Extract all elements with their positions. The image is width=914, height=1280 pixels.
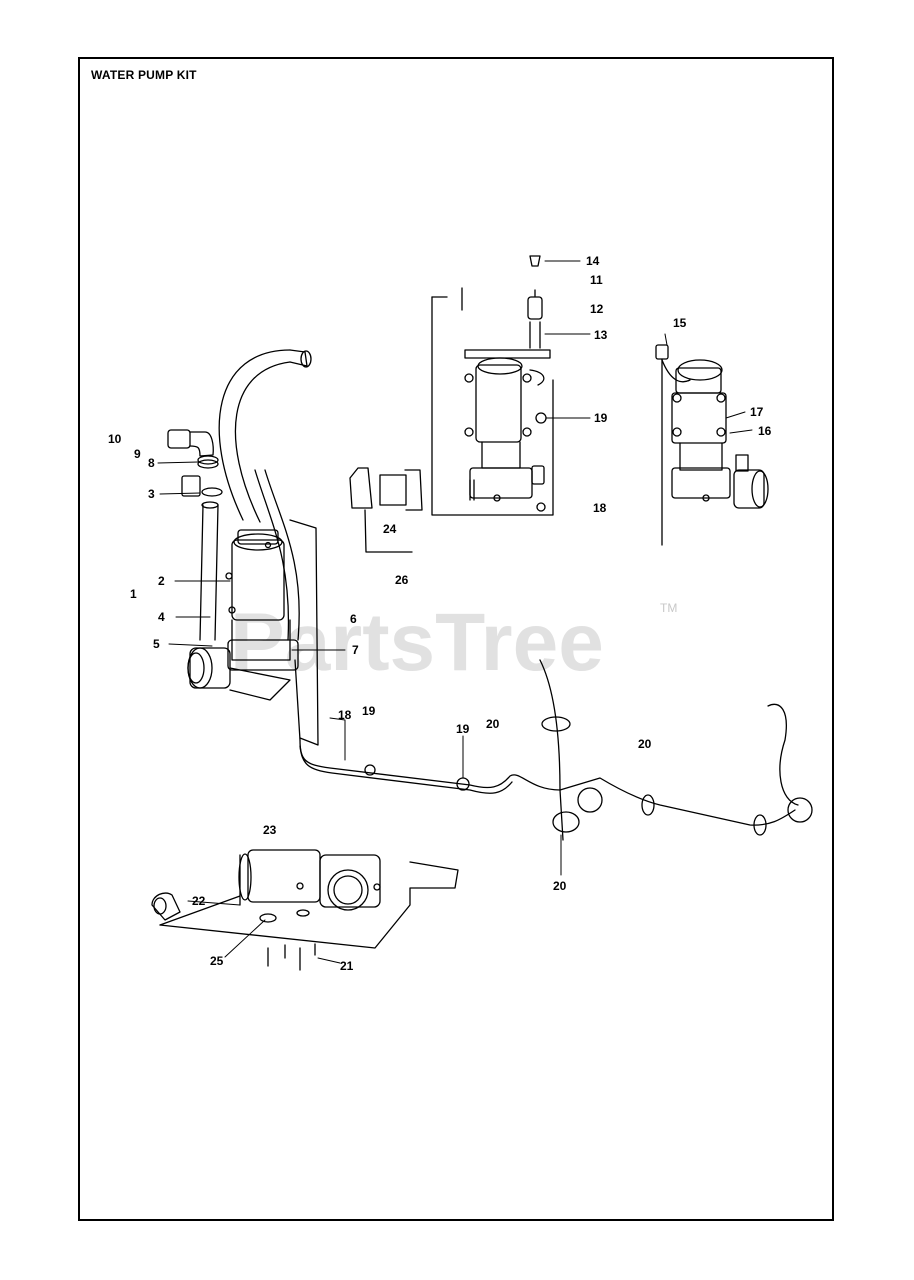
- callout-2: 2: [158, 574, 165, 588]
- right-pump-detail: [655, 344, 769, 546]
- callout-18-harness: 18: [338, 708, 352, 722]
- callout-19-clip: 19: [456, 722, 470, 736]
- callout-22: 22: [192, 894, 206, 908]
- callout-20-left: 20: [486, 717, 500, 731]
- callout-23: 23: [263, 823, 277, 837]
- callout-26: 26: [395, 573, 409, 587]
- callout-8: 8: [148, 456, 155, 470]
- callout-21: 21: [340, 959, 354, 973]
- callout-20-bottom: 20: [553, 879, 567, 893]
- callout-9: 9: [134, 447, 141, 461]
- callout-labels: 1 2 3 4 5 6 7 8 9 10 11 12 13 14 15 16 1…: [108, 254, 772, 973]
- callout-4: 4: [158, 610, 165, 624]
- callout-11: 11: [590, 273, 603, 287]
- callout-17: 17: [750, 405, 764, 419]
- callout-6: 6: [350, 612, 357, 626]
- watermark-trademark: TM: [660, 601, 677, 615]
- callout-12: 12: [590, 302, 604, 316]
- callout-10: 10: [108, 432, 122, 446]
- page-title: WATER PUMP KIT: [91, 68, 197, 82]
- callout-5: 5: [153, 637, 160, 651]
- diagram-frame: [78, 57, 834, 1221]
- callout-24: 24: [383, 522, 397, 536]
- callout-7: 7: [352, 643, 359, 657]
- callout-16: 16: [758, 424, 772, 438]
- callout-19-center: 19: [594, 411, 608, 425]
- callout-14: 14: [586, 254, 600, 268]
- callout-1: 1: [130, 587, 137, 601]
- callout-3: 3: [148, 487, 155, 501]
- callout-18-center: 18: [593, 501, 607, 515]
- callout-25: 25: [210, 954, 224, 968]
- callout-20-right: 20: [638, 737, 652, 751]
- callout-13: 13: [594, 328, 608, 342]
- callout-15: 15: [673, 316, 687, 330]
- callout-19-harness: 19: [362, 704, 376, 718]
- bottom-mount-assembly: [151, 849, 459, 971]
- center-pump-detail: [349, 255, 554, 553]
- leader-lines: [157, 260, 753, 964]
- watermark: PartsTree: [230, 597, 604, 688]
- main-pump-assembly: [167, 349, 319, 746]
